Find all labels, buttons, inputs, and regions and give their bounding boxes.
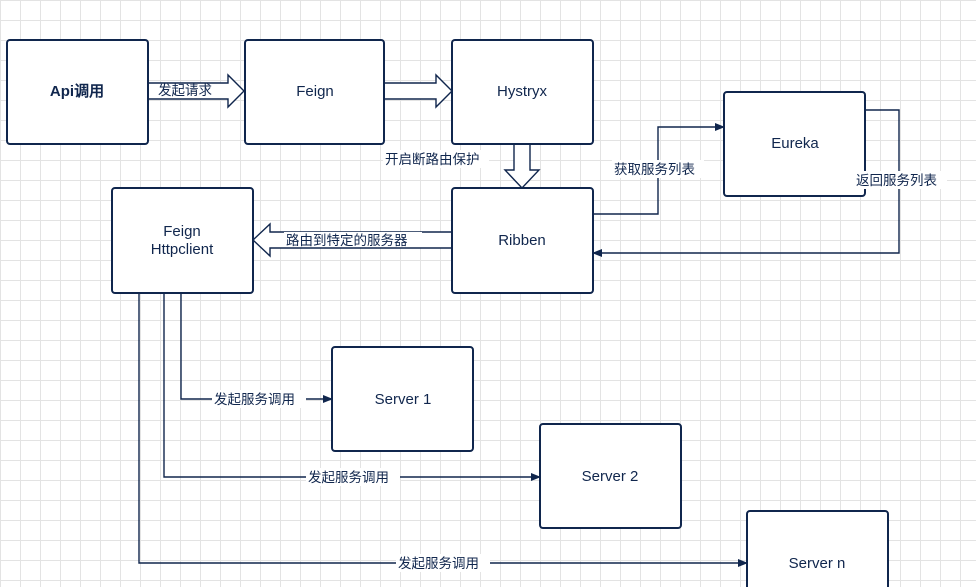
node-feign-label: Feign	[296, 83, 334, 100]
node-servern-label: Server n	[789, 555, 846, 572]
edge-label-hystryx-to-ribben: 开启断路由保护	[385, 152, 480, 168]
edge-label-ribben-to-eureka: 获取服务列表	[614, 162, 695, 178]
edge-label-call-server1: 发起服务调用	[214, 392, 295, 408]
node-hystryx-label: Hystryx	[497, 83, 547, 100]
arrow-api-to-feign	[147, 73, 245, 109]
edge-label-api-to-feign: 发起请求	[158, 83, 212, 99]
node-httpclient-box	[111, 187, 254, 294]
node-api-label: Api调用	[50, 83, 104, 100]
edge-label-call-servern: 发起服务调用	[398, 556, 479, 572]
arrow-call-server1	[180, 293, 333, 403]
node-api-box	[6, 39, 149, 145]
node-hystryx-box	[451, 39, 594, 145]
node-server1-label: Server 1	[375, 391, 432, 408]
arrow-call-servern	[138, 293, 748, 567]
node-server2-label: Server 2	[582, 468, 639, 485]
node-eureka-label: Eureka	[771, 135, 819, 152]
node-ribben-box	[451, 187, 594, 294]
node-eureka-box	[723, 91, 866, 197]
node-server1-box	[331, 346, 474, 452]
edge-label-ribben-to-httpclient: 路由到特定的服务器	[286, 233, 408, 249]
node-httpclient-label-1: Feign	[163, 223, 201, 240]
edge-label-call-server2: 发起服务调用	[308, 470, 389, 486]
edge-label-eureka-to-ribben: 返回服务列表	[856, 173, 937, 189]
node-server2-box	[539, 423, 682, 529]
arrow-call-server2	[163, 293, 541, 481]
node-httpclient-label-2: Httpclient	[151, 241, 214, 258]
arrow-hystryx-to-ribben	[503, 143, 541, 190]
node-feign-box	[244, 39, 385, 145]
arrow-feign-to-hystryx	[375, 73, 453, 109]
node-servern-box	[746, 510, 889, 587]
node-ribben-label: Ribben	[498, 232, 546, 249]
